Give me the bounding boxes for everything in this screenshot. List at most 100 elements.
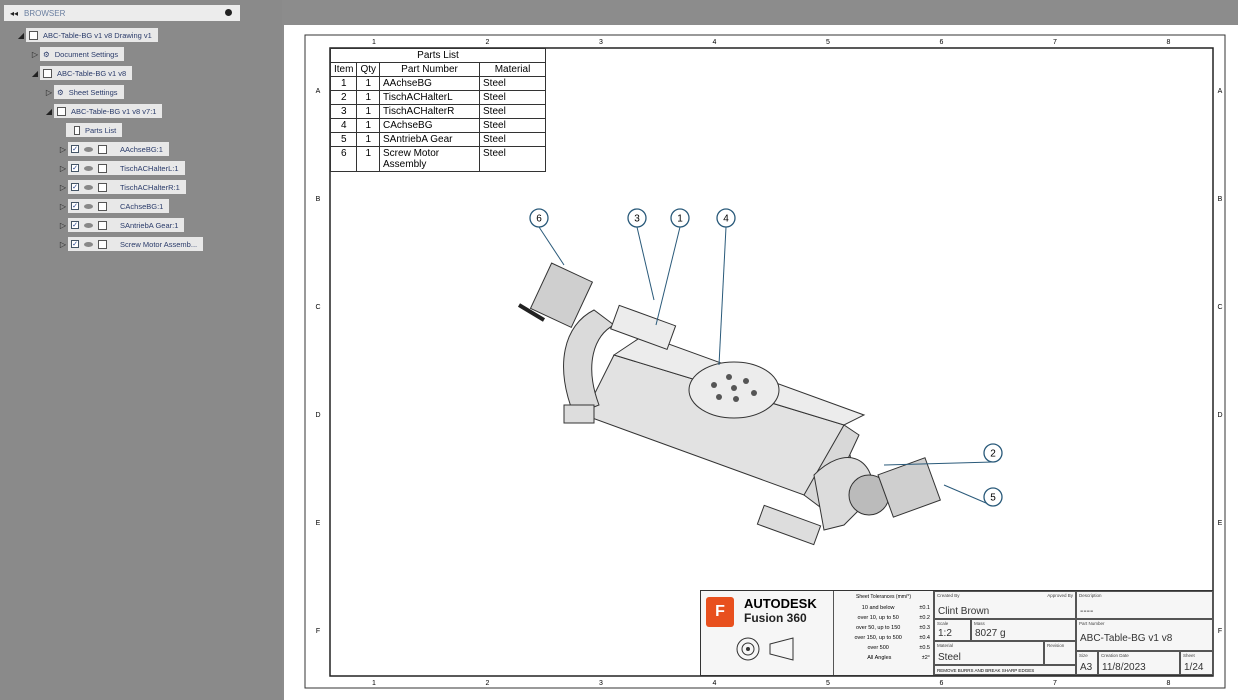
scale-value: 1:2 — [938, 628, 952, 639]
table-cell: 1 — [356, 104, 381, 119]
balloon-number: 4 — [723, 214, 729, 225]
tree-component[interactable]: ▷✓TischACHalterL:1 — [58, 161, 185, 175]
zone-column-label: 3 — [599, 680, 603, 687]
expand-icon[interactable]: ▷ — [59, 220, 67, 230]
table-cell: 1 — [356, 132, 381, 147]
balloon[interactable] — [716, 208, 736, 228]
assembly-view — [517, 262, 941, 546]
table-cell: 1 — [329, 76, 358, 91]
visibility-checkbox[interactable]: ✓ — [71, 145, 79, 153]
tree-label: TischACHalterR:1 — [120, 182, 180, 192]
tree-view[interactable]: ◢ ABC-Table-BG v1 v8 v7:1 — [44, 104, 163, 118]
zone-row-label: F — [316, 628, 320, 635]
zone-column-label: 5 — [826, 680, 830, 687]
mass-label: Mass — [974, 621, 985, 626]
tolerance-range: over 50, up to 150 — [855, 625, 901, 631]
component-icon — [98, 182, 107, 192]
table-cell: 3 — [329, 104, 358, 119]
tree-label: Parts List — [85, 125, 117, 135]
tolerance-value: ±0.2 — [919, 615, 930, 621]
table-cell: 4 — [329, 118, 358, 133]
expand-icon[interactable]: ▷ — [31, 49, 39, 59]
table-cell: SAntriebA Gear — [379, 132, 481, 147]
eye-icon[interactable] — [84, 146, 93, 152]
table-cell: TischACHalterR — [379, 104, 481, 119]
zone-row-label: D — [315, 412, 320, 419]
eye-icon[interactable] — [84, 184, 93, 190]
mass-value: 8027 g — [975, 628, 1006, 639]
visibility-checkbox[interactable]: ✓ — [71, 202, 79, 210]
collapse-icon[interactable]: ◢ — [31, 68, 39, 78]
tree-label: CAchseBG:1 — [120, 201, 164, 211]
table-cell: TischACHalterL — [379, 90, 481, 105]
expand-icon[interactable]: ▷ — [45, 87, 53, 97]
zone-row-label: A — [316, 88, 321, 95]
browser-panel: ◂◂BROWSER ◢ABC-Table-BG v1 v8 Drawing v1… — [0, 0, 282, 700]
tree-sheet-settings[interactable]: ▷⚙Sheet Settings — [44, 85, 124, 99]
title-block[interactable]: F AUTODESK Fusion 360 Sheet Tolerances (… — [700, 590, 1213, 676]
table-cell: 1 — [356, 76, 381, 91]
tree-drawing[interactable]: ◢ABC-Table-BG v1 v8 Drawing v1 — [16, 28, 158, 42]
pin-icon[interactable] — [225, 9, 232, 16]
tree-label: Screw Motor Assemb... — [120, 239, 198, 249]
balloon[interactable] — [670, 208, 690, 228]
visibility-checkbox[interactable]: ✓ — [71, 240, 79, 248]
visibility-checkbox[interactable]: ✓ — [71, 221, 79, 229]
zone-column-label: 7 — [1053, 39, 1057, 46]
collapse-icon[interactable]: ◢ — [45, 106, 53, 116]
balloon[interactable] — [529, 208, 549, 228]
leader-line — [718, 226, 727, 366]
balloon[interactable] — [627, 208, 647, 228]
projection-symbol-icon — [736, 637, 794, 661]
zone-row-label: F — [1218, 628, 1222, 635]
table-cell: Screw Motor Assembly — [379, 146, 481, 172]
visibility-checkbox[interactable]: ✓ — [71, 164, 79, 172]
tree-component[interactable]: ▷✓SAntriebA Gear:1 — [58, 218, 185, 232]
tree-component[interactable]: ▷ ✓ Screw Motor Assemb... — [58, 237, 204, 251]
visibility-checkbox[interactable]: ✓ — [71, 183, 79, 191]
column-header: Item — [329, 62, 358, 77]
tree-label: ABC-Table-BG v1 v8 v7:1 — [71, 106, 157, 116]
expand-icon[interactable]: ▷ — [59, 239, 67, 249]
gear-icon: ⚙ — [43, 49, 50, 59]
expand-icon[interactable]: ▷ — [59, 144, 67, 154]
zone-row-label: C — [1217, 304, 1222, 311]
balloon-number: 5 — [990, 493, 996, 504]
tree-sheet[interactable]: ◢ABC-Table-BG v1 v8 — [30, 66, 133, 80]
tree-parts-list[interactable]: Parts List — [66, 123, 123, 137]
eye-icon[interactable] — [84, 222, 93, 228]
logo-area: F AUTODESK Fusion 360 — [701, 591, 834, 675]
eye-icon[interactable] — [84, 241, 93, 247]
tree-label: AAchseBG:1 — [120, 144, 163, 154]
part-number-value: ABC-Table-BG v1 v8 — [1080, 633, 1173, 644]
fusion-logo: F — [706, 597, 734, 627]
balloon[interactable] — [983, 487, 1003, 507]
tolerance-range: over 10, up to 50 — [857, 615, 899, 621]
balloon[interactable] — [983, 443, 1003, 463]
expand-icon[interactable]: ▷ — [59, 163, 67, 173]
tree-document-settings[interactable]: ▷⚙Document Settings — [30, 47, 125, 61]
tree-component[interactable]: ▷ ✓ CAchseBG:1 — [58, 199, 170, 213]
component-icon — [98, 163, 107, 173]
eye-icon[interactable] — [84, 203, 93, 209]
eye-icon[interactable] — [84, 165, 93, 171]
part-number-label: Part Number — [1079, 621, 1105, 626]
tree-component[interactable]: ▷ ✓ TischACHalterR:1 — [58, 180, 186, 194]
collapse-icon[interactable]: ◢ — [17, 30, 25, 40]
tree-component[interactable]: ▷ ✓ AAchseBG:1 — [58, 142, 169, 156]
expand-icon[interactable]: ▷ — [59, 201, 67, 211]
tree-label: Sheet Settings — [68, 87, 118, 97]
table-icon — [74, 125, 80, 135]
browser-header[interactable]: ◂◂BROWSER — [4, 5, 240, 21]
expand-icon[interactable]: ▷ — [59, 182, 67, 192]
tolerance-range: 10 and below — [861, 605, 895, 611]
